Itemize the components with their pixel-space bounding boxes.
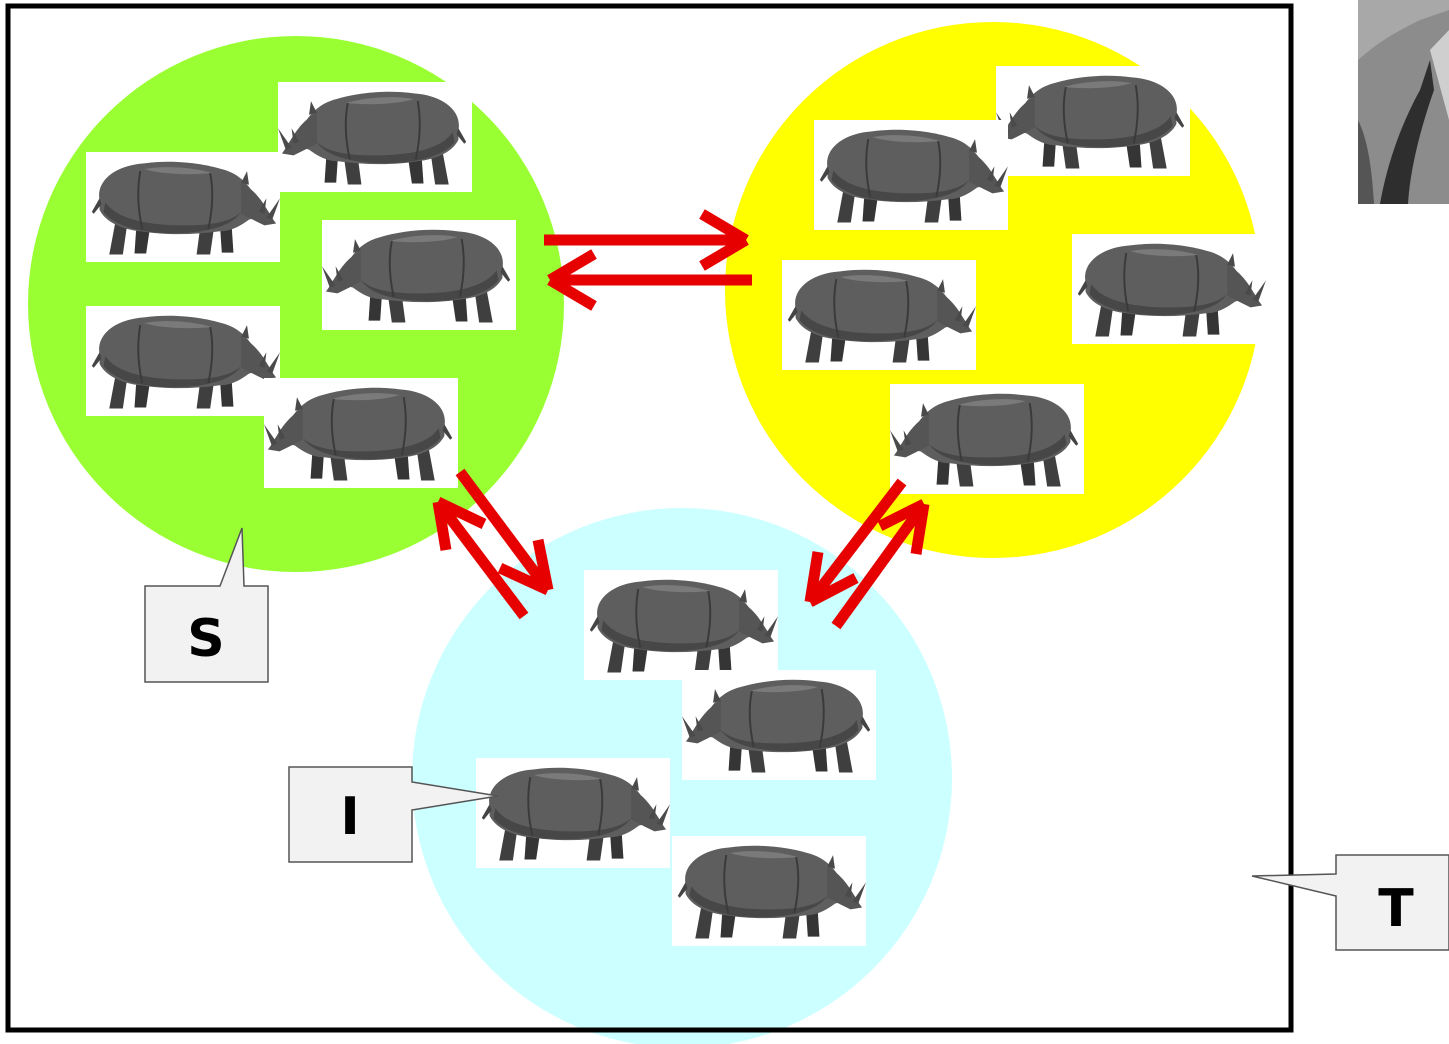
callout-T: T	[1251, 854, 1449, 951]
rhino-icon	[86, 152, 280, 262]
callout-S-label: S	[187, 609, 224, 669]
group-R-rhinos	[782, 66, 1266, 494]
rhino-icon	[672, 836, 866, 946]
rhino-icon	[1072, 234, 1266, 344]
arrow-R-to-S	[547, 249, 752, 311]
rhino-icon	[278, 82, 472, 192]
arrow-I-to-R	[831, 499, 930, 630]
rhino-icon	[814, 120, 1008, 230]
arrow-R-to-I	[804, 478, 907, 607]
rhino-icon	[890, 384, 1084, 494]
arrow-S-to-R	[544, 209, 749, 271]
rhino-icon	[782, 260, 976, 370]
group-S-rhinos	[86, 82, 516, 488]
migration-arrows	[432, 209, 930, 630]
callout-I: I	[288, 766, 499, 863]
callout-I-label: I	[340, 787, 359, 847]
arrow-S-to-I	[455, 468, 554, 595]
rhino-icon	[264, 378, 458, 488]
callout-S: S	[144, 527, 269, 683]
rhino-icon	[86, 306, 280, 416]
group-I-rhinos	[476, 570, 876, 946]
rhino-icon	[322, 220, 516, 330]
arrow-I-to-S	[432, 497, 529, 620]
rhino-icon	[996, 66, 1190, 176]
rhino-icon	[476, 758, 670, 868]
rhino-icon	[584, 570, 778, 680]
callout-T-label: T	[1378, 879, 1414, 939]
rhino-icon	[682, 670, 876, 780]
portrait-photo	[1358, 0, 1449, 204]
